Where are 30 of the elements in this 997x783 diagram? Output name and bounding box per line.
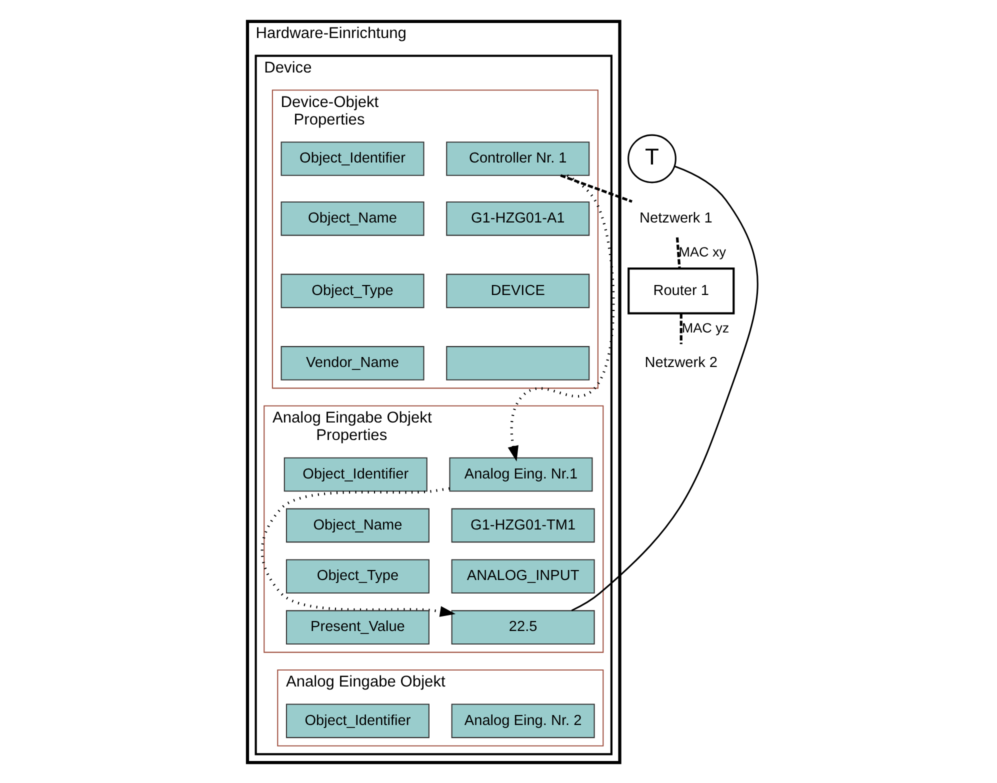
node-box xyxy=(446,346,590,380)
edge-label: MAC yz xyxy=(682,320,730,335)
node-box: G1-HZG01-A1 xyxy=(446,201,590,236)
edge-label: MAC xy xyxy=(678,244,726,260)
arrow xyxy=(508,174,615,462)
node-box: Object_Identifier xyxy=(286,703,430,738)
node-circle: T xyxy=(628,134,676,183)
node-box: Vendor_Name xyxy=(280,346,424,380)
node-text: Netzwerk 1 xyxy=(640,210,712,226)
connector xyxy=(680,312,682,344)
node-box: Analog Eing. Nr.1 xyxy=(449,456,593,492)
node-box: Object_Identifier xyxy=(284,456,428,492)
node-box: 22.5 xyxy=(451,610,595,644)
node-box: Object_Name xyxy=(280,201,424,236)
node-box: Present_Value xyxy=(286,610,430,644)
node-box: Controller Nr. 1 xyxy=(446,141,590,176)
node-box: Object_Identifier xyxy=(280,141,424,176)
connector xyxy=(571,165,758,611)
arrow xyxy=(260,486,456,616)
node-box: G1-HZG01-TM1 xyxy=(451,508,595,542)
node-box: Object_Type xyxy=(280,273,424,308)
node-box: DEVICE xyxy=(446,273,590,308)
node-box: ANALOG_INPUT xyxy=(451,558,595,594)
node-box: Router 1 xyxy=(628,267,735,314)
node-box: Analog Eing. Nr. 2 xyxy=(451,703,595,738)
node-box: Object_Name xyxy=(286,508,430,542)
connector xyxy=(560,174,632,202)
node-text: Netzwerk 2 xyxy=(644,354,718,371)
node-box: Object_Type xyxy=(286,558,430,594)
connector xyxy=(676,236,681,268)
